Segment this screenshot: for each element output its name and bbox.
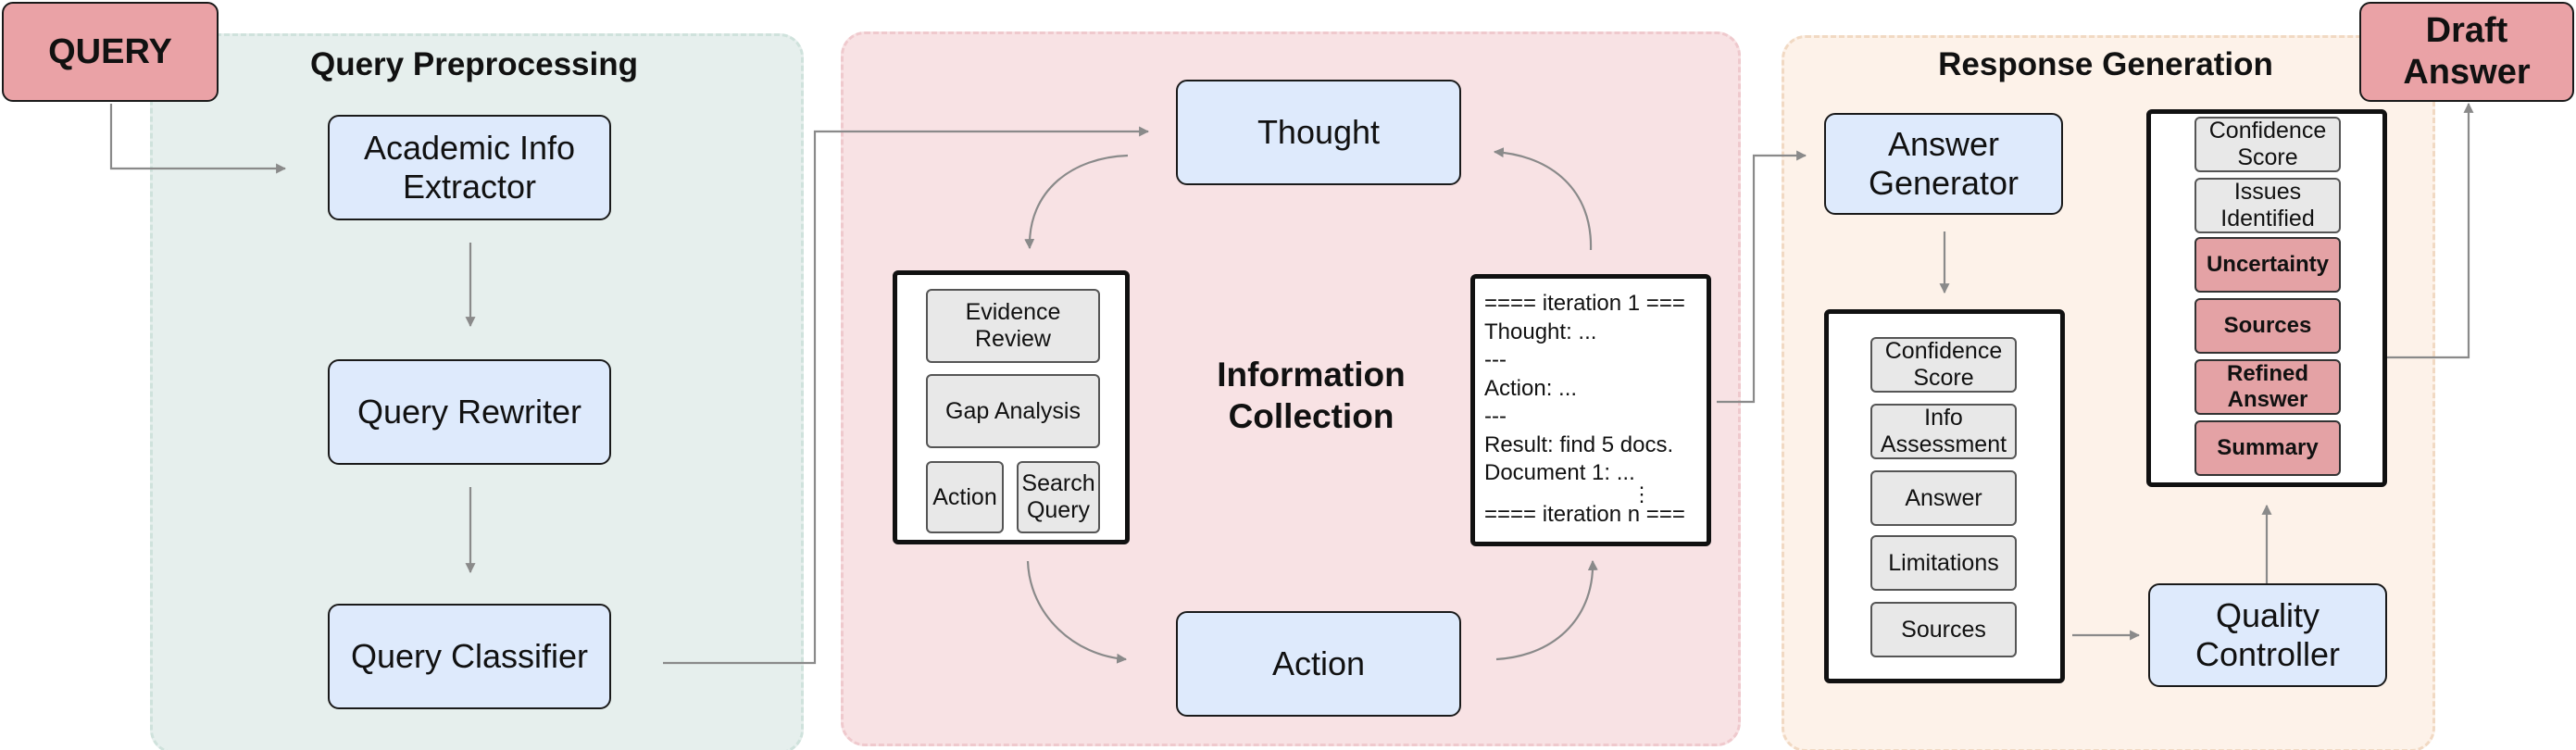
quality-section-confidence-score: Confidence Score: [2195, 117, 2341, 172]
answer-section-label: Info Assessment: [1880, 405, 2007, 457]
iteration-log-line: ---: [1484, 347, 1507, 372]
answer-section-label: Answer: [1905, 484, 1982, 511]
answer-section-sources: Sources: [1870, 602, 2017, 657]
quality-section-refined-answer: Refined Answer: [2195, 359, 2341, 415]
arrow-classifier-to-thought: [663, 126, 1150, 665]
arrow-action-to-log: [1495, 559, 1598, 661]
academic-info-extractor-label: Academic Info Extractor: [363, 128, 576, 206]
query-classifier-node: Query Classifier: [328, 604, 611, 709]
iteration-log-line: ==== iteration n ===: [1484, 501, 1685, 527]
draft-answer-node: Draft Answer: [2359, 2, 2574, 102]
quality-section-label: Issues Identified: [2220, 179, 2315, 231]
arrow-log-to-answer-generator: [1717, 150, 1807, 404]
reasoning-action-label: Action: [932, 483, 997, 510]
action-label: Action: [1271, 644, 1366, 682]
arrow-query-to-extractor: [109, 104, 287, 174]
iteration-log-line: Action: ...: [1484, 375, 1578, 401]
quality-section-label: Uncertainty: [2206, 252, 2330, 278]
collection-title: Information Collection: [1217, 356, 1406, 436]
answer-section-answer: Answer: [1870, 470, 2017, 526]
iteration-log-line: Document 1: ...: [1484, 460, 1635, 485]
quality-controller-label: Quality Controller: [2195, 595, 2341, 673]
iteration-log: ==== iteration 1 === Thought: ... --- Ac…: [1470, 274, 1711, 546]
quality-controller-node: Quality Controller: [2148, 583, 2387, 687]
reasoning-action-box: Action: [926, 461, 1004, 533]
evidence-review-box: Evidence Review: [926, 289, 1100, 363]
quality-section-label: Refined Answer: [2226, 361, 2308, 412]
preprocessing-title: Query Preprocessing: [309, 46, 639, 82]
iteration-log-line: ---: [1484, 404, 1507, 429]
answer-section-label: Confidence Score: [1884, 338, 2003, 391]
gap-analysis-box: Gap Analysis: [926, 374, 1100, 448]
quality-section-label: Summary: [2217, 435, 2319, 461]
action-node: Action: [1176, 611, 1461, 717]
quality-section-summary: Summary: [2195, 420, 2341, 476]
query-node: QUERY: [2, 2, 219, 102]
quality-section-uncertainty: Uncertainty: [2195, 237, 2341, 293]
arrow-reasoning-to-action: [1026, 560, 1128, 664]
search-query-box: Search Query: [1017, 461, 1100, 533]
query-classifier-label: Query Classifier: [350, 636, 589, 675]
answer-generator-node: Answer Generator: [1824, 113, 2063, 215]
arrow-thought-to-reasoning: [1024, 154, 1129, 250]
iteration-log-line: ==== iteration 1 ===: [1484, 291, 1685, 316]
draft-answer-label: Draft Answer: [2403, 11, 2531, 92]
academic-info-extractor-node: Academic Info Extractor: [328, 115, 611, 220]
iteration-log-line: Result: find 5 docs.: [1484, 431, 1674, 457]
quality-section-sources: Sources: [2195, 298, 2341, 354]
quality-section-issues-identified: Issues Identified: [2195, 178, 2341, 233]
thought-node: Thought: [1176, 80, 1461, 185]
query-rewriter-node: Query Rewriter: [328, 359, 611, 465]
iteration-log-ellipsis: ⋮: [1632, 481, 1652, 506]
gap-analysis-label: Gap Analysis: [945, 397, 1081, 424]
answer-generator-label: Answer Generator: [1868, 124, 2020, 202]
arrow-log-to-thought: [1493, 147, 1593, 251]
query-rewriter-label: Query Rewriter: [356, 392, 582, 431]
query-label: QUERY: [48, 31, 172, 71]
answer-section-label: Sources: [1901, 616, 1986, 643]
answer-section-confidence-score: Confidence Score: [1870, 337, 2017, 393]
generation-title: Response Generation: [1938, 46, 2273, 82]
arrow-refinement-to-draft: [2357, 102, 2474, 359]
answer-section-limitations: Limitations: [1870, 535, 2017, 591]
iteration-log-line: Thought: ...: [1484, 319, 1597, 344]
evidence-review-label: Evidence Review: [965, 299, 1061, 352]
quality-section-label: Sources: [2223, 313, 2312, 339]
thought-label: Thought: [1257, 112, 1381, 151]
answer-section-label: Limitations: [1888, 549, 1999, 576]
answer-section-info-assessment: Info Assessment: [1870, 404, 2017, 459]
search-query-label: Search Query: [1021, 470, 1095, 523]
quality-section-label: Confidence Score: [2208, 118, 2327, 170]
